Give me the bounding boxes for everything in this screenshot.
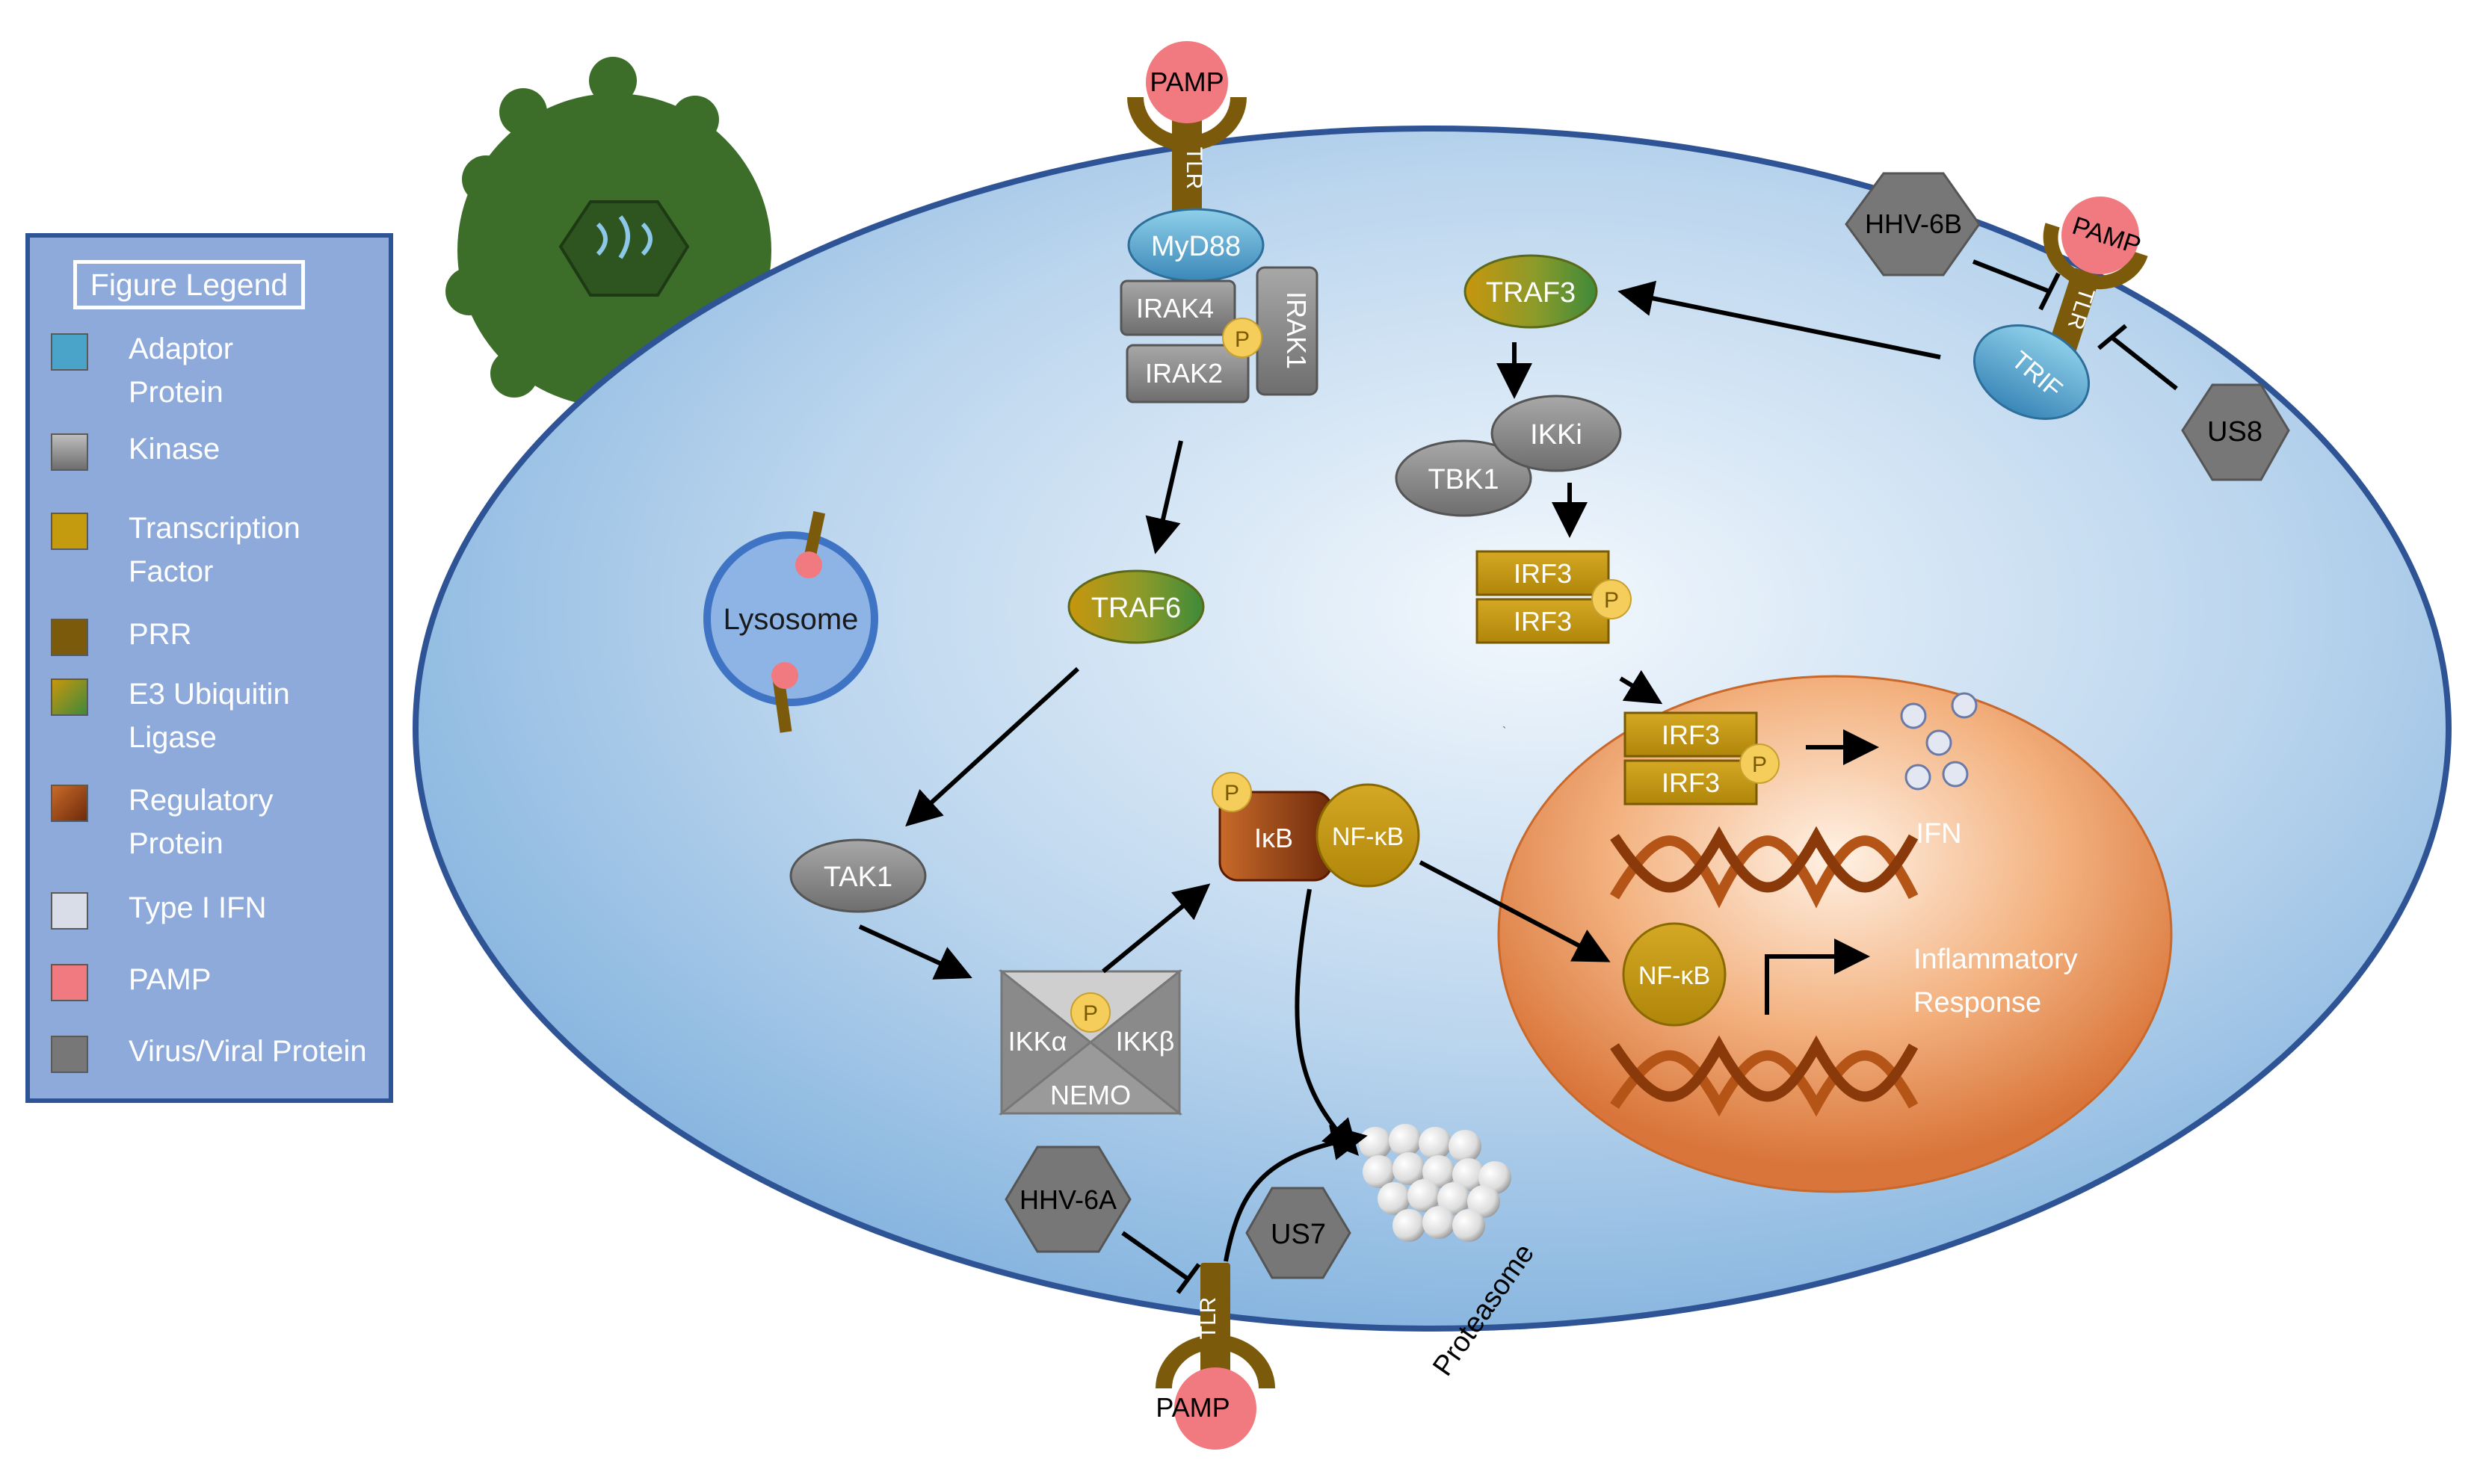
nemo-label: NEMO	[1050, 1080, 1131, 1110]
tlr-receptor-top: PAMP TLR	[1127, 41, 1247, 224]
ikk-complex: IKKα IKKβ NEMO P	[998, 968, 1183, 1116]
legend-item-ifn: Type I IFN	[51, 891, 395, 967]
myd88-label: MyD88	[1151, 231, 1241, 262]
irf3-cyto-phospho-label: P	[1604, 588, 1619, 613]
irak4-label: IRAK4	[1136, 293, 1214, 324]
traf6-label: TRAF6	[1091, 593, 1181, 624]
irak-phospho-label: P	[1235, 327, 1250, 352]
irf3-dimer-nucleus: IRF3 IRF3 P	[1623, 711, 1780, 806]
traf6: TRAF6	[1067, 569, 1205, 644]
ikki-label: IKKi	[1530, 419, 1582, 451]
traf3: TRAF3	[1463, 254, 1598, 329]
ikb-label: IκB	[1254, 823, 1293, 853]
lysosome-label: Lysosome	[724, 603, 859, 636]
viral-label: Virus/Viral Protein	[129, 1035, 367, 1068]
prr-label: PRR	[129, 618, 192, 651]
tf-swatch	[51, 513, 88, 550]
virus-particle	[445, 57, 771, 407]
ifn-label: IFN	[1916, 818, 1961, 850]
kinase-swatch	[51, 433, 88, 471]
hhv6a: HHV-6A	[1005, 1146, 1132, 1253]
pamp-swatch	[51, 964, 88, 1001]
trif: TRIF	[1972, 324, 2091, 420]
tak1: TAK1	[789, 838, 927, 913]
tlr-receptor-right: PAMP TLR	[2039, 197, 2148, 383]
irf3-nuc-phospho-label: P	[1752, 752, 1767, 777]
nfkb-cyto-label: NF-κB	[1332, 823, 1404, 851]
tlr-bottom-label: TLR	[1196, 1297, 1221, 1340]
ikk-phospho-label: P	[1083, 1001, 1098, 1026]
ifn-molecules: IFN	[1900, 692, 1978, 850]
pathway-arrows	[858, 280, 1941, 1262]
regulatory-swatch	[51, 785, 88, 822]
nucleus	[1497, 675, 2173, 1193]
dna-lower	[1610, 1035, 1919, 1117]
irf3-cyto-label-2: IRF3	[1514, 606, 1572, 637]
viral-swatch	[51, 1036, 88, 1073]
tak1-label: TAK1	[824, 862, 892, 893]
us7-label: US7	[1271, 1219, 1326, 1250]
ikkb-label: IKKβ	[1116, 1026, 1175, 1057]
hhv6a-label: HHV-6A	[1020, 1184, 1117, 1215]
legend-item-pamp: PAMP	[51, 963, 395, 1039]
pamp-bottom-label: PAMP	[1156, 1392, 1230, 1423]
us7: US7	[1245, 1187, 1351, 1279]
inhibition-lines	[1121, 259, 2178, 1294]
ifn-swatch	[51, 892, 88, 930]
ikb-nfkb-complex: IκB P NF-κB	[1212, 772, 1420, 888]
us8: US8	[2181, 383, 2290, 481]
tlr-top-label: TLR	[1182, 147, 1206, 190]
hhv6b: HHV-6B	[1845, 172, 1981, 276]
irf3-nuc-label-2: IRF3	[1662, 767, 1720, 798]
tbk1-ikki: TBK1 IKKi	[1395, 395, 1622, 517]
legend-title: Figure Legend	[73, 260, 305, 309]
us8-label: US8	[2207, 416, 2262, 448]
ikka-label: IKKα	[1008, 1026, 1067, 1057]
legend-item-kinase: Kinase	[51, 433, 395, 508]
myd88: MyD88	[1127, 208, 1265, 282]
inflammatory-label-1: Inflammatory	[1913, 944, 2078, 975]
kinase-label: Kinase	[129, 433, 220, 466]
pamp-legend-label: PAMP	[129, 963, 212, 996]
tlr-receptor-bottom: PAMP TLR	[1156, 1263, 1275, 1450]
ikb-phospho-label: P	[1224, 781, 1239, 806]
prr-swatch	[51, 619, 88, 656]
tbk1-label: TBK1	[1428, 464, 1499, 495]
hhv6b-label: HHV-6B	[1865, 208, 1962, 239]
nucleus-speck: `	[1502, 726, 1506, 738]
irak-complex: IRAK4 IRAK2 IRAK1 P	[1120, 266, 1318, 404]
traf3-label: TRAF3	[1486, 277, 1576, 309]
nfkb-nucleus: NF-κB	[1622, 922, 1727, 1027]
pamp-top-label: PAMP	[1150, 67, 1224, 97]
nfkb-nuc-label: NF-κB	[1638, 962, 1710, 990]
inflammatory-response: Inflammatory Response	[1765, 939, 2078, 1018]
adaptor-swatch	[51, 333, 88, 371]
inflammatory-label-2: Response	[1913, 987, 2041, 1018]
irf3-cyto-label-1: IRF3	[1514, 558, 1572, 589]
ifn-legend-label: Type I IFN	[129, 891, 267, 924]
irak1-label: IRAK1	[1281, 291, 1312, 369]
irf3-nuc-label-1: IRF3	[1662, 720, 1720, 750]
e3-swatch	[51, 678, 88, 716]
lysosome: Lysosome	[703, 510, 878, 733]
legend-item-prr: PRR	[51, 618, 395, 693]
dna-upper	[1609, 826, 1919, 909]
irak2-label: IRAK2	[1145, 358, 1223, 389]
irf3-dimer-cyto: IRF3 IRF3 P	[1475, 550, 1632, 644]
legend-item-viral: Virus/Viral Protein	[51, 1035, 395, 1110]
